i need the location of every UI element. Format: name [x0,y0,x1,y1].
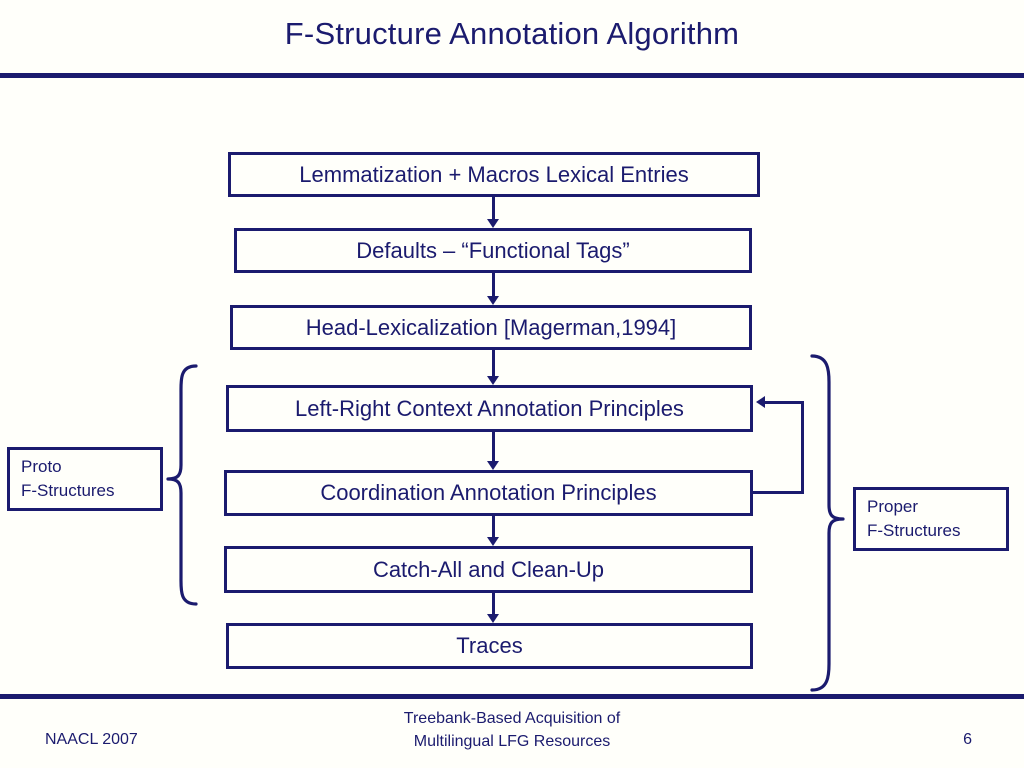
connector-coordination-to-catch-all [492,516,495,538]
arrowhead-down-icon [487,461,499,470]
connector-lemmatization-to-defaults [492,197,495,221]
flow-box-head-lexicalization[interactable]: Head-Lexicalization [Magerman,1994] [230,305,752,350]
left-curly-brace-icon [166,364,198,606]
flow-box-traces[interactable]: Traces [226,623,753,669]
footer-conference: NAACL 2007 [45,731,138,748]
proper-label-line2: F-Structures [867,521,961,540]
flow-box-coordination[interactable]: Coordination Annotation Principles [224,470,753,516]
flow-box-defaults[interactable]: Defaults – “Functional Tags” [234,228,752,273]
footer-paper-title-line1: Treebank-Based Acquisition of [403,710,621,727]
flow-box-label: Lemmatization + Macros Lexical Entries [299,161,689,187]
proto-label-line2: F-Structures [21,481,115,500]
flow-box-label: Coordination Annotation Principles [320,480,657,505]
arrowhead-down-icon [487,537,499,546]
flow-box-label: Left-Right Context Annotation Principles [295,395,684,421]
flow-box-left-right-context[interactable]: Left-Right Context Annotation Principles [226,385,753,432]
arrowhead-down-icon [487,296,499,305]
page-title: F-Structure Annotation Algorithm [284,16,740,51]
feedback-loop-top-segment [765,401,803,404]
title-divider-rule [0,73,1024,78]
proper-label-line1: Proper [867,496,919,516]
footer-paper-title-line2: Multilingual LFG Resources [413,733,611,751]
footer-page-number: 6 [963,731,972,748]
connector-left-right-to-coordination [492,432,495,462]
flow-box-catch-all[interactable]: Catch-All and Clean-Up [224,546,753,593]
arrowhead-down-icon [487,376,499,385]
flow-box-label: Defaults – “Functional Tags” [356,237,630,263]
label-box-proto-f-structures[interactable]: Proto F-Structures [7,447,163,511]
flow-box-label: Traces [456,633,523,658]
arrowhead-left-icon [756,396,765,408]
connector-catch-all-to-traces [492,593,495,615]
flow-box-label: Head-Lexicalization [Magerman,1994] [305,314,677,340]
right-curly-brace-icon [810,354,845,692]
label-box-proper-f-structures[interactable]: Proper F-Structures [853,487,1009,551]
flow-box-lemmatization[interactable]: Lemmatization + Macros Lexical Entries [228,152,760,197]
flow-box-label: Catch-All and Clean-Up [372,556,605,582]
proto-label-line1: Proto [21,456,62,476]
feedback-loop-right-segment [801,401,804,493]
connector-defaults-to-head-lexicalization [492,273,495,298]
arrowhead-down-icon [487,614,499,623]
feedback-loop-bottom-segment [752,491,804,494]
arrowhead-down-icon [487,219,499,228]
footer-paper-title: Treebank-Based Acquisition of Multilingu… [0,707,1024,753]
connector-head-lexicalization-to-left-right [492,350,495,378]
footer-divider-rule [0,694,1024,699]
